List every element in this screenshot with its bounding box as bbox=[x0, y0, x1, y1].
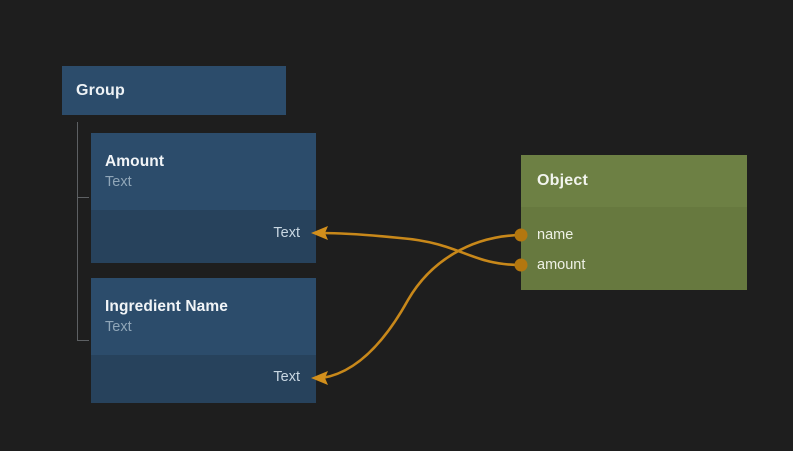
group-tree-stub-amount bbox=[77, 197, 89, 198]
node-amount-body: Text bbox=[91, 210, 316, 263]
connection-name-to-ingredient-output[interactable] bbox=[320, 233, 523, 380]
node-amount-header[interactable]: Amount Text bbox=[91, 133, 316, 210]
node-amount[interactable]: Amount Text Text bbox=[91, 133, 316, 263]
node-object[interactable]: Object name amount bbox=[521, 155, 747, 290]
node-amount-subtitle: Text bbox=[105, 173, 132, 190]
node-amount-output-port-label[interactable]: Text bbox=[273, 225, 300, 241]
node-object-property-amount[interactable]: amount bbox=[537, 257, 586, 273]
group-node-header: Group bbox=[62, 66, 286, 115]
node-ingredient-name-header[interactable]: Ingredient Name Text bbox=[91, 278, 316, 355]
node-amount-title: Amount bbox=[105, 152, 165, 170]
connection-amount-to-amount-output[interactable] bbox=[320, 231, 523, 267]
node-ingredient-name[interactable]: Ingredient Name Text Text bbox=[91, 278, 316, 403]
node-ingredient-name-title: Ingredient Name bbox=[105, 297, 228, 315]
node-object-body: name amount bbox=[521, 207, 747, 290]
node-object-header[interactable]: Object bbox=[521, 155, 747, 207]
node-object-title: Object bbox=[537, 172, 588, 189]
group-node[interactable]: Group bbox=[62, 66, 286, 115]
node-object-property-name[interactable]: name bbox=[537, 227, 574, 243]
node-ingredient-name-body: Text bbox=[91, 355, 316, 403]
node-ingredient-name-subtitle: Text bbox=[105, 318, 132, 335]
group-tree-stub-ingredient bbox=[77, 340, 89, 341]
node-ingredient-name-output-port-label[interactable]: Text bbox=[273, 369, 300, 385]
group-tree-rail bbox=[77, 122, 78, 341]
group-node-title: Group bbox=[76, 82, 125, 99]
